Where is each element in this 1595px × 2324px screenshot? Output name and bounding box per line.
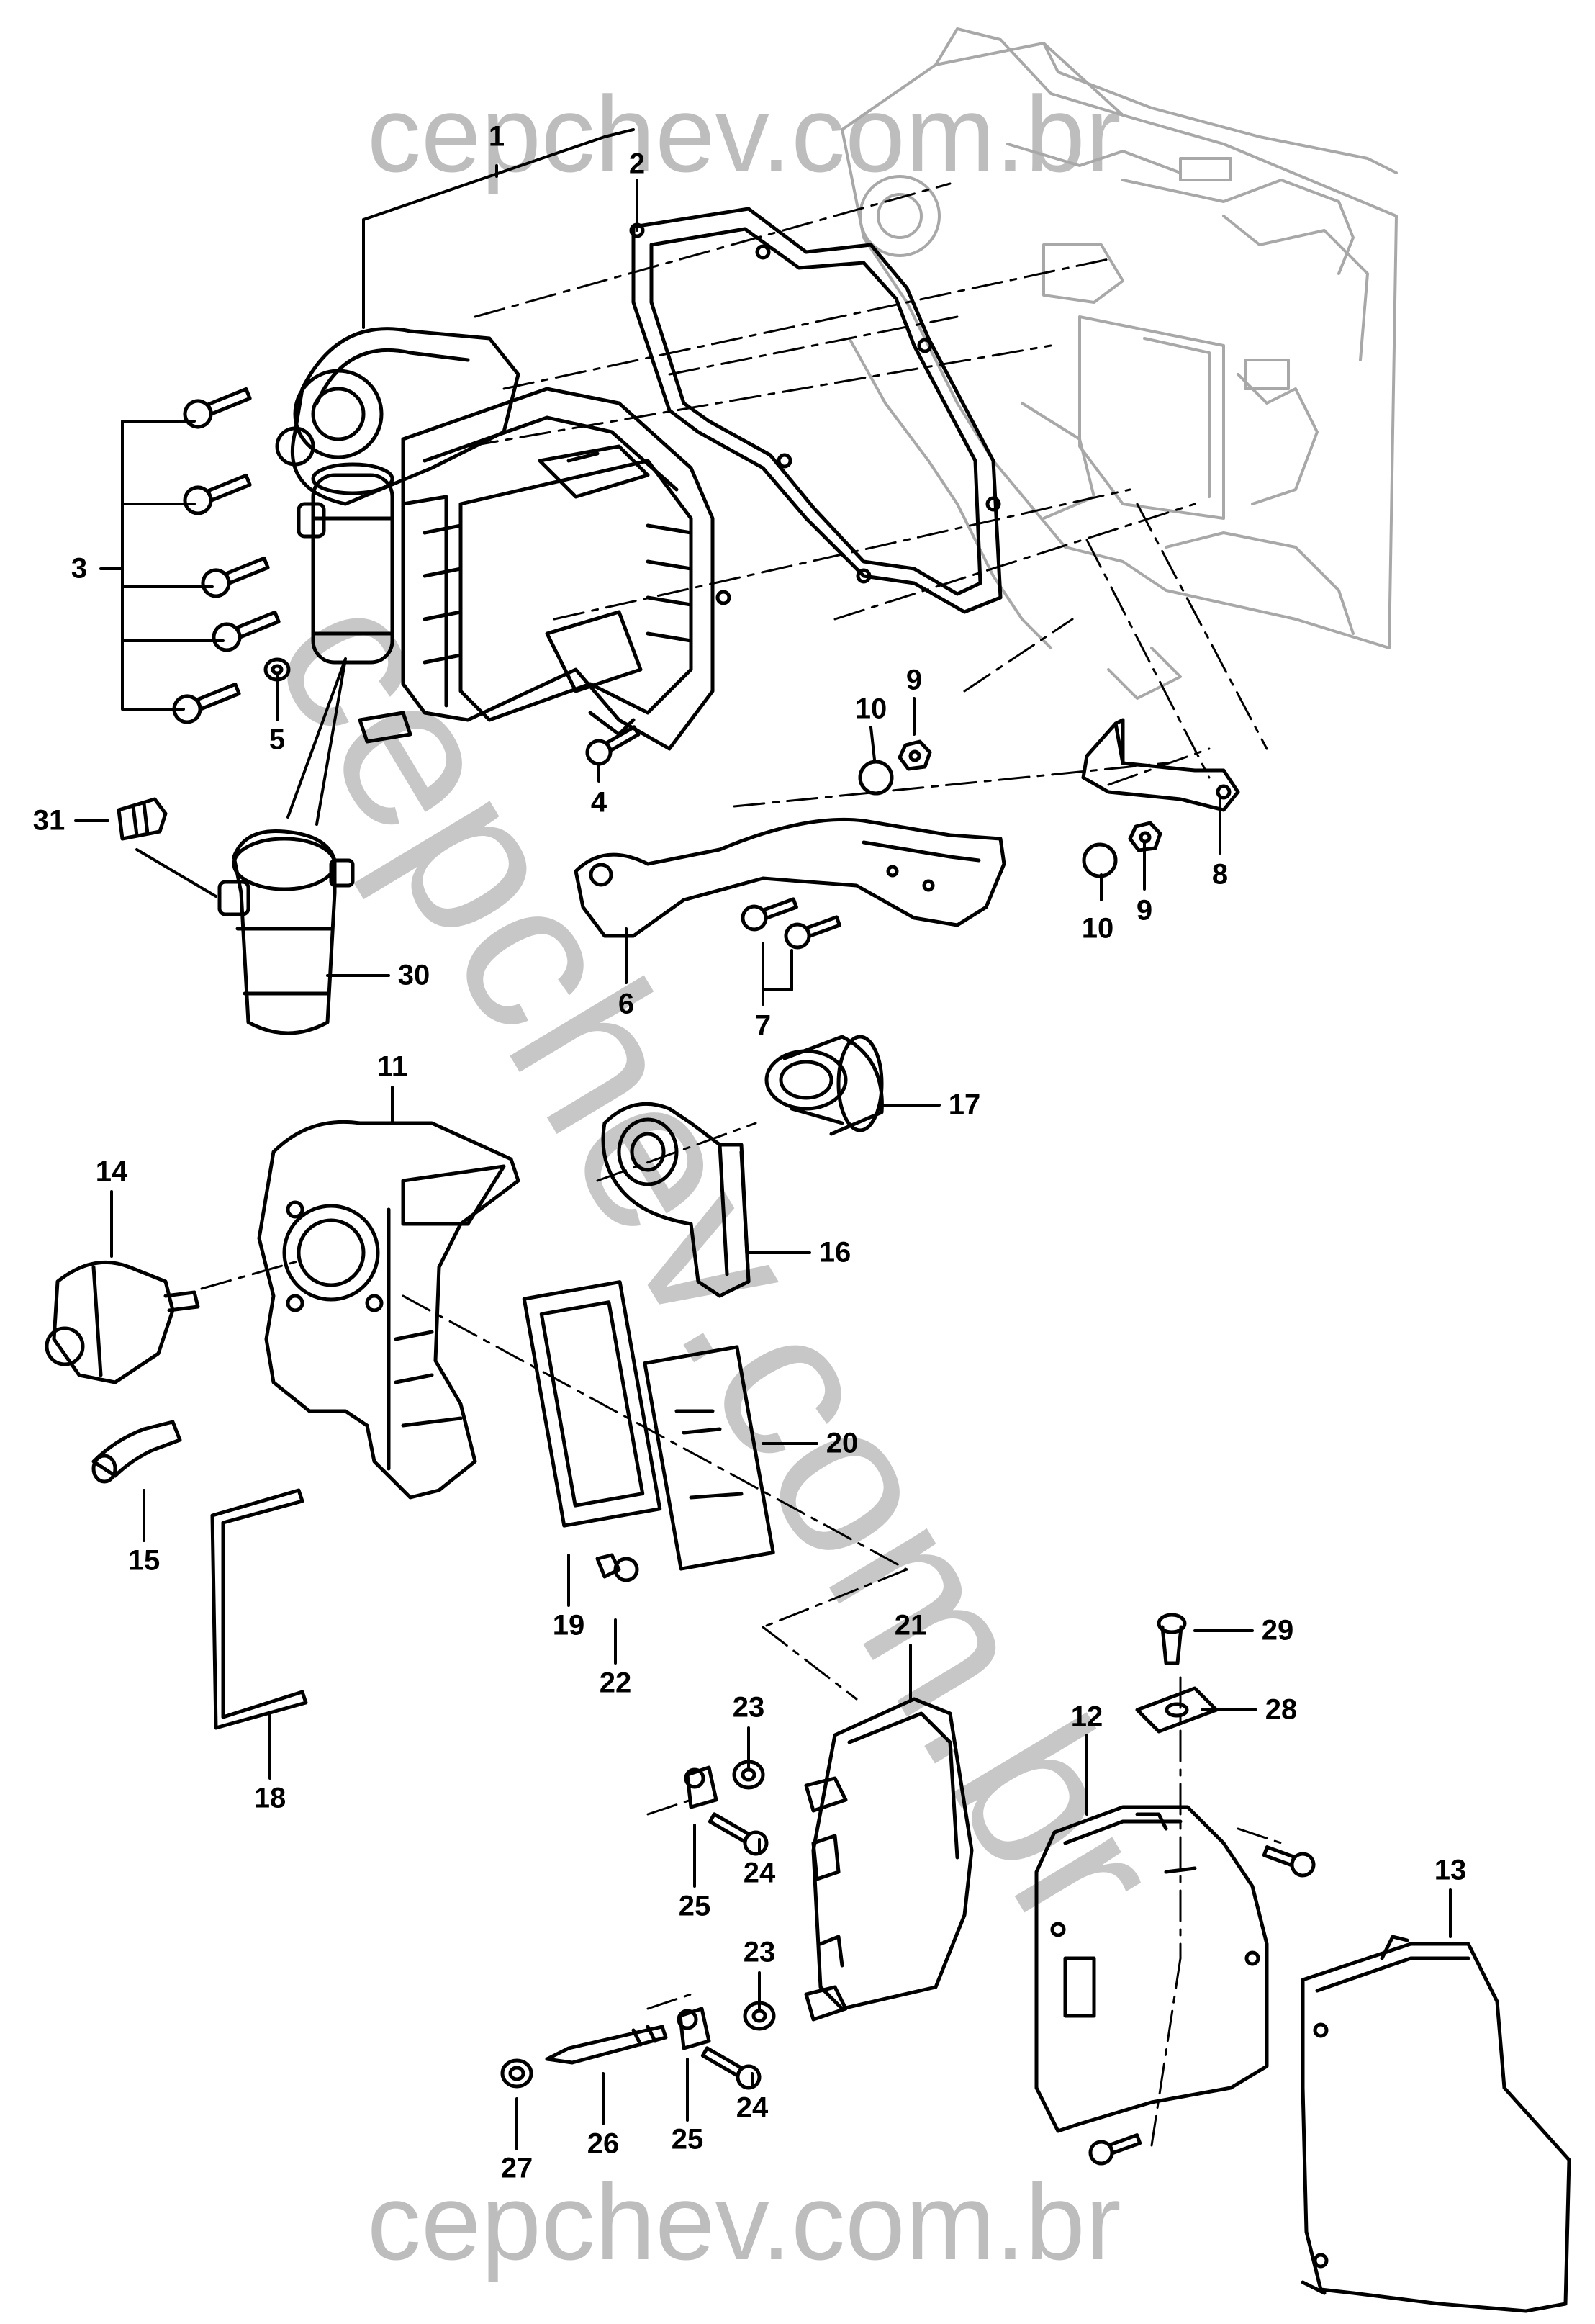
callout-3: 3 <box>71 552 88 585</box>
callout-9-top: 9 <box>905 664 923 696</box>
callout-5: 5 <box>268 724 286 756</box>
callout-28: 28 <box>1265 1693 1298 1726</box>
filter <box>643 1345 775 1571</box>
seal <box>210 1488 308 1730</box>
blower-motor-case <box>257 1120 520 1500</box>
watermark-bottom: cepchev.com.br <box>367 2161 1121 2282</box>
cover-bolt-upper <box>1262 1845 1316 1878</box>
callout-27: 27 <box>500 2152 533 2184</box>
bracket-bolts <box>741 897 841 950</box>
callout-23-lower: 23 <box>743 1936 776 1968</box>
nut-lower <box>1128 821 1162 852</box>
washer-23-lower <box>743 2001 776 2031</box>
vacuum-actuator <box>45 1260 200 1384</box>
callout-21: 21 <box>894 1609 927 1641</box>
sensor-grommet <box>500 2058 533 2089</box>
filter-frame <box>522 1280 662 1528</box>
plate <box>1135 1686 1219 1734</box>
callout-29: 29 <box>1261 1614 1294 1647</box>
washer <box>263 657 291 682</box>
callout-10-lower: 10 <box>1081 912 1114 945</box>
callout-18: 18 <box>253 1782 286 1814</box>
heater-housing-assembly <box>275 327 731 751</box>
callout-26: 26 <box>587 2127 620 2160</box>
plate-bolt <box>1157 1613 1187 1665</box>
callout-30: 30 <box>397 959 430 991</box>
heater-core <box>804 1697 974 2022</box>
blower-wheel <box>764 1035 884 1136</box>
callout-22: 22 <box>599 1667 632 1699</box>
receiver-drier-installed <box>297 462 394 665</box>
clip-screw <box>595 1553 639 1582</box>
cover-bolt-lower <box>1088 2133 1142 2166</box>
clamp-25-lower <box>677 2007 711 2050</box>
callout-25-top: 25 <box>678 1890 711 1922</box>
washer-23-top <box>732 1760 765 1790</box>
callout-14: 14 <box>95 1156 128 1188</box>
mounting-bracket <box>1081 718 1240 812</box>
callout-15: 15 <box>127 1544 161 1577</box>
cap-lower <box>1082 842 1118 878</box>
bolt-24-top <box>708 1812 769 1856</box>
callout-20: 20 <box>826 1427 859 1459</box>
drier-cap <box>117 797 168 841</box>
housing-bolts <box>172 387 281 724</box>
callout-9-lower: 9 <box>1136 894 1153 927</box>
nut-top <box>898 739 932 771</box>
hose <box>91 1420 182 1484</box>
blower-adapter <box>601 1102 751 1298</box>
callout-25-lower: 25 <box>671 2123 704 2156</box>
callout-2: 2 <box>628 148 646 180</box>
callout-17: 17 <box>948 1089 981 1121</box>
callout-16: 16 <box>818 1236 851 1269</box>
support-bracket <box>574 817 1006 938</box>
callout-19: 19 <box>552 1609 585 1641</box>
callout-7: 7 <box>754 1009 772 1042</box>
bolt-24-lower <box>700 2046 762 2090</box>
screw <box>585 725 641 766</box>
callout-24-top: 24 <box>743 1857 776 1889</box>
callout-1: 1 <box>488 120 505 153</box>
clamp-25-top <box>684 1765 718 1809</box>
callout-31: 31 <box>32 804 65 837</box>
callout-10-top: 10 <box>854 693 887 725</box>
callout-24-lower: 24 <box>736 2091 769 2124</box>
callout-13: 13 <box>1434 1854 1467 1886</box>
callout-11: 11 <box>376 1050 408 1083</box>
callout-4: 4 <box>590 786 607 819</box>
callout-8: 8 <box>1211 858 1229 891</box>
firewall-background <box>841 27 1398 700</box>
outer-cover <box>1301 1935 1571 2313</box>
callout-23-top: 23 <box>732 1691 765 1724</box>
receiver-drier <box>217 829 355 1035</box>
temperature-sensor <box>545 2025 668 2065</box>
callout-12: 12 <box>1070 1701 1103 1733</box>
callout-6: 6 <box>618 988 635 1020</box>
lower-cover <box>1034 1805 1269 2133</box>
leader-lines <box>74 128 1452 2150</box>
cap-top <box>858 760 894 796</box>
housing-gasket <box>629 207 1003 614</box>
